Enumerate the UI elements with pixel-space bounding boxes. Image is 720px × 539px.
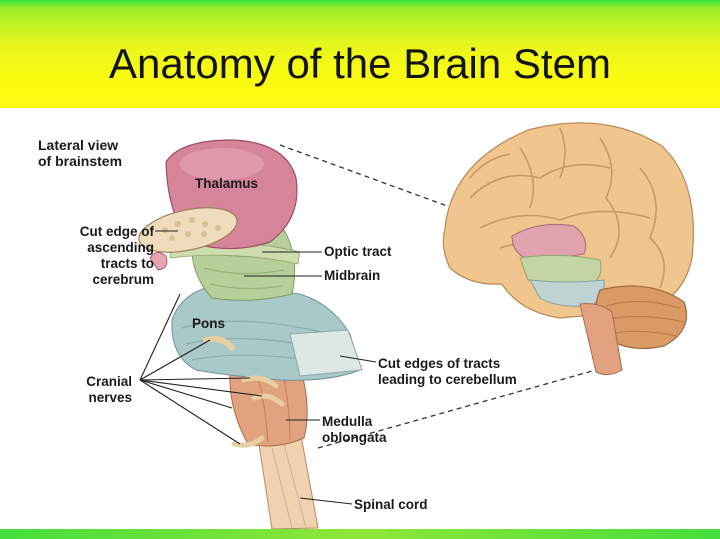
view-heading-line2: of brainstem [38,153,123,169]
label-optic-tract: Optic tract [324,244,392,259]
label-cut-edges-line1: Cut edges of tracts [378,356,501,371]
label-medulla-line2: oblongata [322,430,387,445]
label-pons: Pons [192,316,226,331]
label-cranial-nerves: Cranial nerves [50,374,132,406]
label-cranial-line1: Cranial [86,374,132,389]
footer-bar [0,529,720,539]
brain-thalamus-highlight [511,223,587,261]
label-cut-edge-line1: Cut edge of [79,224,154,239]
label-cut-edge-ascending-tracts: Cut edge of ascending tracts to cerebrum [26,224,154,288]
page-title: Anatomy of the Brain Stem [109,40,611,87]
label-midbrain: Midbrain [324,268,381,283]
label-medulla-oblongata: Medulla oblongata [322,414,387,446]
label-cut-edges-tracts: Cut edges of tracts leading to cerebellu… [378,356,517,388]
brain-brainstem-shape [579,303,623,376]
cerebellar-cut-edge-shape [289,329,363,377]
label-thalamus: Thalamus [195,176,259,191]
cut-edge-oval [138,207,238,253]
title-banner [0,0,720,108]
label-cut-edges-line2: leading to cerebellum [378,372,517,387]
view-heading-line1: Lateral view [38,137,119,153]
brainstem-illustration [138,122,694,529]
cerebrum-shape [442,122,694,319]
label-cut-edge-line2: ascending [87,240,154,255]
dashed-connector-bottom [317,365,611,449]
label-spinal-cord: Spinal cord [354,497,428,512]
label-medulla-line1: Medulla [322,414,373,429]
view-heading: Lateral view of brainstem [38,137,122,169]
label-cranial-line2: nerves [88,390,132,405]
label-cut-edge-line4: cerebrum [92,272,154,287]
label-cut-edge-line3: tracts to [100,256,154,271]
